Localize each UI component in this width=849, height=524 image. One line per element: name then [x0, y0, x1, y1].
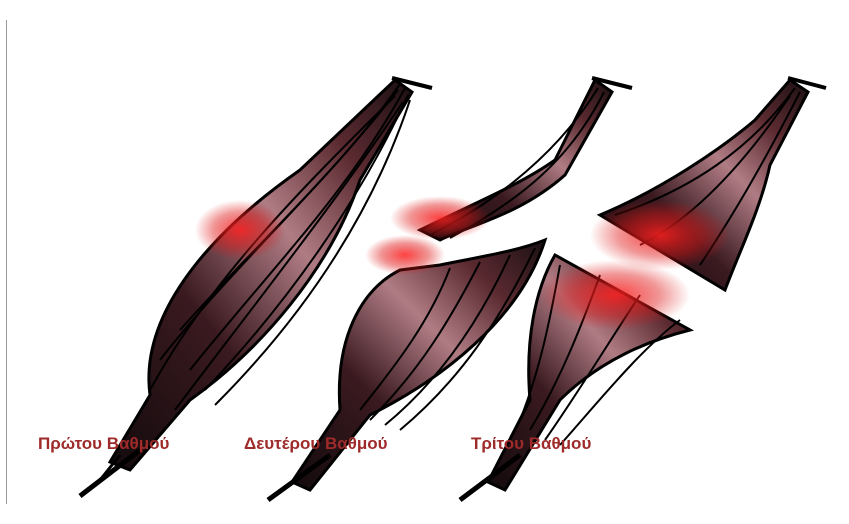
label-third-degree: Τρίτου Βαθμού	[471, 434, 591, 454]
label-second-degree: Δευτέρου Βαθμού	[244, 434, 388, 454]
label-first-degree: Πρώτου Βαθμού	[38, 434, 169, 454]
